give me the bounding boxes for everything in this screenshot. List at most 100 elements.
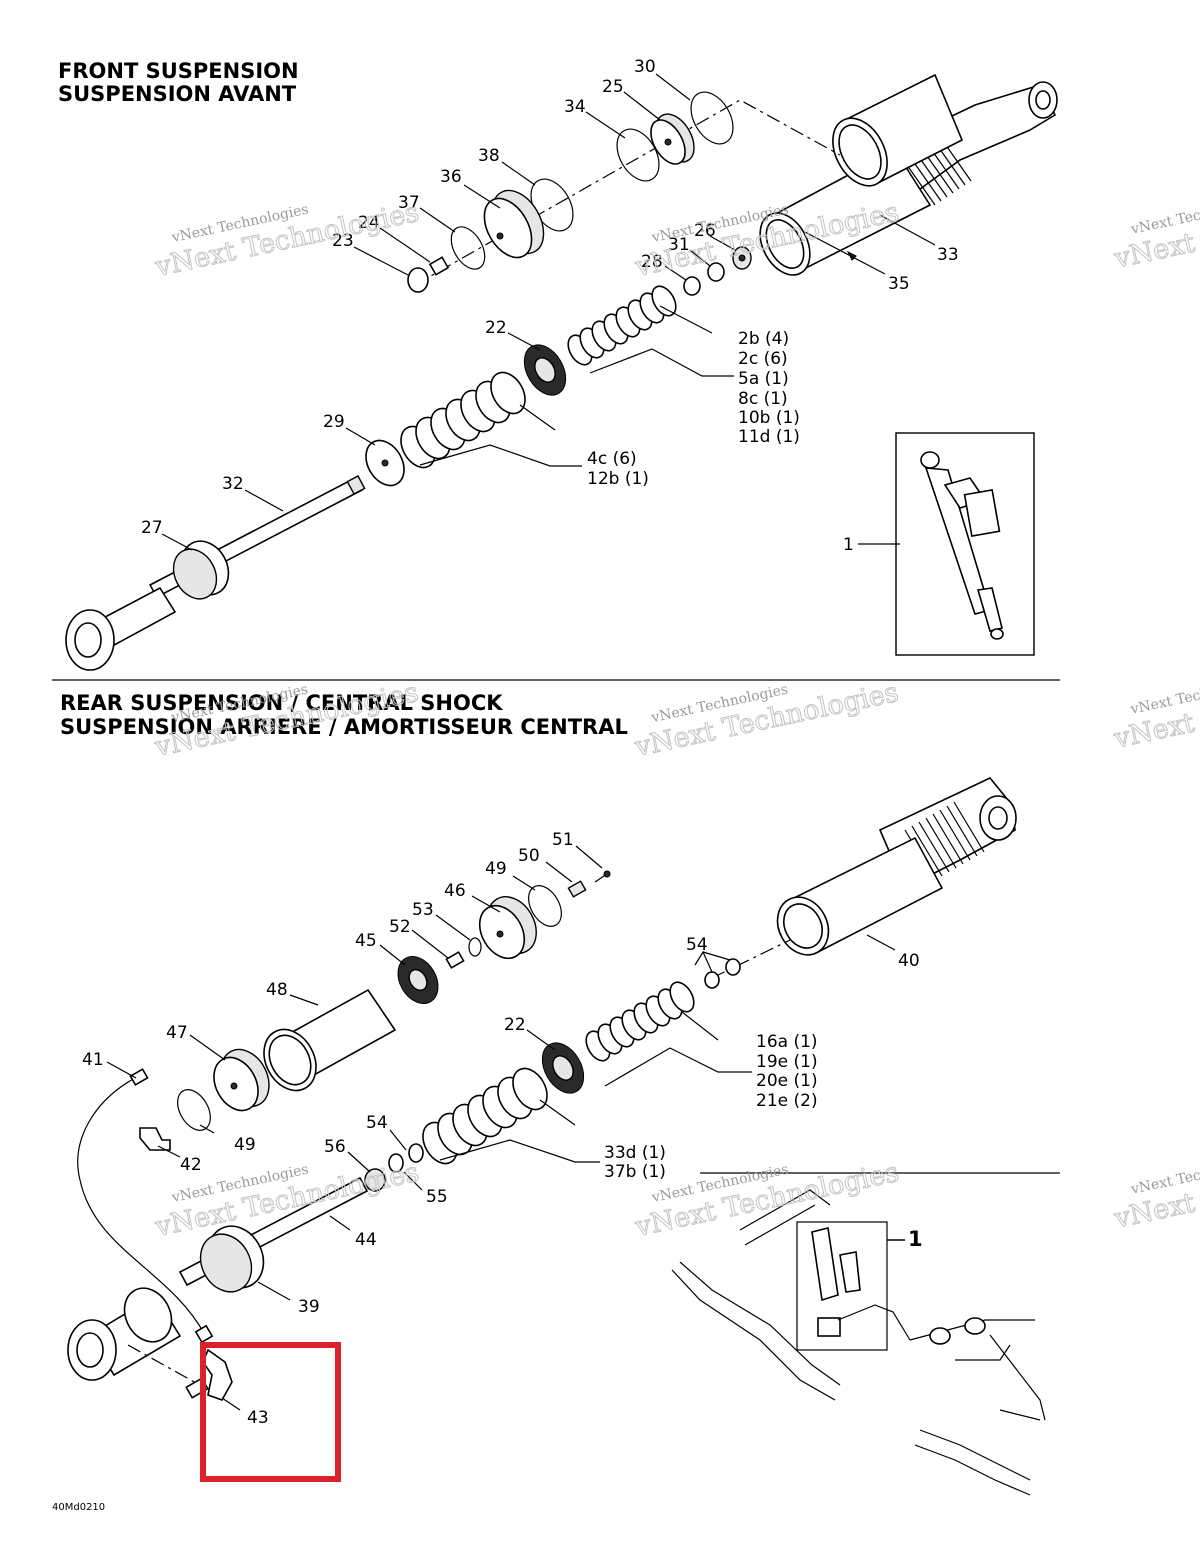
part-41-hose	[77, 1068, 214, 1344]
front-callouts: 30 25 34 38 36 37 24 23 26 31 28 33 35 2…	[141, 57, 959, 555]
callout-27: 27	[141, 518, 163, 538]
part-36-reservoir-cap	[483, 189, 545, 259]
part-28-washer	[683, 276, 701, 296]
callout-51: 51	[552, 830, 574, 850]
part-42-elbow	[139, 1127, 171, 1151]
callout-56: 56	[324, 1137, 346, 1157]
callout-45: 45	[355, 931, 377, 951]
callout-40: 40	[898, 951, 920, 971]
part-40-body-tube	[776, 836, 944, 956]
callout-22-front: 22	[485, 318, 507, 338]
rear-shim-stack-b	[422, 1067, 548, 1165]
part-23-cap	[407, 267, 429, 293]
callout-38: 38	[478, 146, 500, 166]
callout-49-lower: 49	[234, 1135, 256, 1155]
rear-suspension-locator: 1	[671, 1189, 1046, 1496]
callout-44: 44	[355, 1230, 377, 1250]
title-front-fr: SUSPENSION AVANT	[58, 82, 297, 106]
title-rear-fr: SUSPENSION ARRIERE / AMORTISSEUR CENTRAL	[60, 715, 628, 739]
callout-22-rear: 22	[504, 1015, 526, 1035]
callout-37: 37	[398, 193, 420, 213]
part-37-oring	[450, 226, 486, 270]
part-49-oring-upper	[528, 885, 562, 927]
kit-rear-a-2: 20e (1)	[756, 1071, 818, 1091]
front-shock-body	[759, 73, 1058, 276]
kit-front-a-2: 5a (1)	[738, 369, 789, 389]
front-eyelet	[65, 586, 177, 671]
part-50-valve	[567, 880, 587, 898]
kit-front-a-5: 11d (1)	[738, 427, 800, 447]
front-assembly-inset	[895, 432, 1035, 656]
callout-54-lower: 54	[366, 1113, 388, 1133]
callout-30: 30	[634, 57, 656, 77]
rear-eyelet	[67, 1287, 182, 1381]
part-48-reservoir	[263, 988, 397, 1092]
callout-32: 32	[222, 474, 244, 494]
part-25-piston	[650, 113, 695, 165]
callout-28: 28	[641, 252, 663, 272]
highlight-box	[200, 1342, 341, 1482]
part-43-fitting	[185, 1348, 233, 1401]
kit-front-a-4: 10b (1)	[738, 408, 800, 428]
rear-shim-stack-a	[585, 981, 695, 1062]
kit-front-a-3: 8c (1)	[738, 389, 788, 409]
callout-1-front: 1	[843, 535, 854, 555]
callout-39: 39	[298, 1297, 320, 1317]
part-34-oring	[616, 128, 660, 182]
rear-leaders	[106, 845, 896, 1411]
kit-front-b-1: 12b (1)	[587, 469, 649, 489]
front-shim-stack-b	[400, 371, 526, 469]
part-54-washers-lower	[388, 1143, 424, 1173]
callout-47: 47	[166, 1023, 188, 1043]
callout-31: 31	[668, 235, 690, 255]
kit-rear-a-0: 16a (1)	[756, 1032, 818, 1052]
callout-23: 23	[332, 231, 354, 251]
kit-rear-a-1: 19e (1)	[756, 1052, 818, 1072]
kit-rear-b-1: 37b (1)	[604, 1162, 666, 1182]
assembly-axis-rear-upper	[711, 939, 791, 979]
kit-front-b-0: 4c (6)	[587, 449, 637, 469]
part-56-nut	[364, 1168, 386, 1192]
part-49-oring-lower	[177, 1089, 211, 1131]
part-47-reservoir-end	[213, 1048, 270, 1112]
front-leaders	[161, 73, 936, 551]
part-29-washer	[365, 439, 405, 487]
locator-callout-1: 1	[908, 1227, 923, 1251]
callout-33: 33	[937, 245, 959, 265]
callout-26: 26	[694, 221, 716, 241]
part-45-piston	[397, 956, 439, 1004]
part-22-piston-rear	[541, 1042, 585, 1094]
part-24-valve	[428, 256, 450, 276]
callout-46: 46	[444, 881, 466, 901]
kit-rear-b-0: 33d (1)	[604, 1143, 666, 1163]
callout-50: 50	[518, 846, 540, 866]
part-39-seal-head	[199, 1225, 265, 1293]
part-31-washer	[707, 262, 725, 282]
rear-callouts: 51 50 49 46 53 52 45 54 40 48 22 47 41 4…	[82, 830, 920, 1428]
part-54-washers-upper	[704, 958, 741, 989]
callout-53: 53	[412, 900, 434, 920]
part-53-ring	[468, 937, 482, 957]
callout-34: 34	[564, 97, 586, 117]
front-shim-stack-a	[567, 285, 677, 366]
part-52-valve	[445, 951, 465, 969]
kit-rear-a-3: 21e (2)	[756, 1091, 818, 1111]
part-22-piston-front	[523, 344, 567, 396]
callout-29: 29	[323, 412, 345, 432]
callout-43: 43	[247, 1408, 269, 1428]
figure-code: 40Md0210	[52, 1502, 105, 1513]
callout-24: 24	[358, 213, 380, 233]
callout-35: 35	[888, 274, 910, 294]
kit-front-a-1: 2c (6)	[738, 349, 788, 369]
title-front-en: FRONT SUSPENSION	[58, 59, 299, 83]
part-27-seal-head	[172, 540, 230, 600]
callout-54-upper: 54	[686, 935, 708, 955]
part-51-screw	[594, 870, 611, 883]
callout-36: 36	[440, 167, 462, 187]
part-46-reservoir-cap	[478, 896, 537, 960]
callout-55: 55	[426, 1187, 448, 1207]
callout-48: 48	[266, 980, 288, 1000]
callout-42: 42	[180, 1155, 202, 1175]
callout-41: 41	[82, 1050, 104, 1070]
